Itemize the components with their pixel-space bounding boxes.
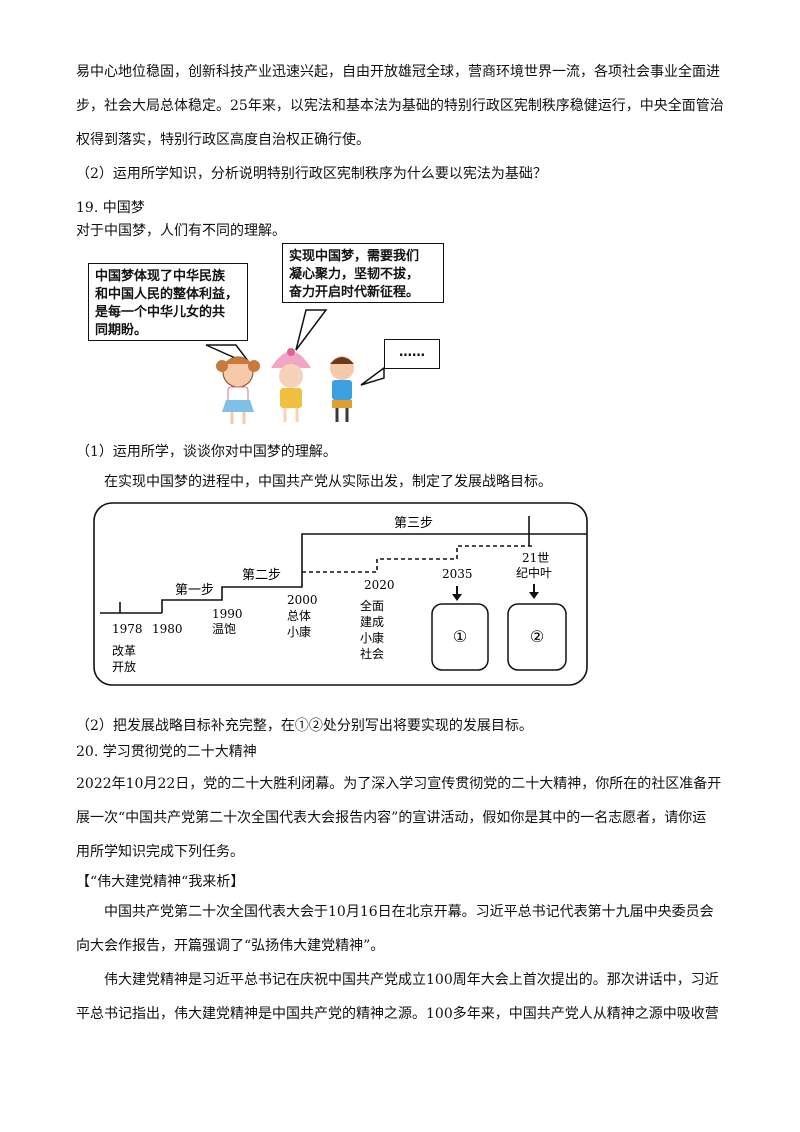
caption-2020-b: 建成 [360,615,384,629]
question-19-context: 在实现中国梦的进程中，中国共产党从实际出发，制定了发展战略目标。 [104,474,552,490]
question-20-para-1: 2022年10月22日，党的二十大胜利闭幕。为了深入学习宣传贯彻党的二十大精神，… [76,776,722,792]
year-1978: 1978 [112,622,143,636]
year-2000: 2000 [287,593,318,607]
arrow-mid-century-icon [529,592,539,599]
caption-1978-b: 开放 [112,659,136,674]
bubble-mid-line-2: 凝心聚力，坚韧不拔， [289,267,420,282]
intro-line-3: 权得到落实，特别行政区高度自治权正确行使。 [76,132,370,148]
bubble-left-line-1: 中国梦体现了中华民族 [95,269,226,284]
year-2020: 2020 [364,578,395,592]
goal-box-2 [507,603,567,671]
dashed-line [302,545,532,573]
question-19-title: 19. 中国梦 [76,200,145,216]
step-line [161,533,587,613]
intro-line-1: 易中心地位稳固，创新科技产业迅速兴起，自由开放雄冠全球，营商环境世界一流，各项社… [76,64,720,80]
question-20-para-2: 展一次“中国共产党第二十次全国代表大会报告内容”的宣讲活动，假如你是其中的一名志… [76,810,707,826]
bubble-mid-line-3: 奋力开启时代新征程。 [289,285,420,300]
bubble-left-line-2: 和中国人民的整体利益， [95,287,239,302]
girl-pink-hat-icon [271,348,311,422]
girl-figure-icon [216,356,260,424]
speech-bubble-middle: 实现中国梦，需要我们 凝心聚力，坚韧不拔， 奋力开启时代新征程。 [282,243,444,303]
caption-2020-c: 小康 [360,630,384,645]
strategy-diagram-svg: 第一步 第二步 第三步 1978 改革 开放 1980 1990 温饱 2000… [93,502,588,686]
year-2035: 2035 [442,567,473,581]
question-19-2: （2）把发展战略目标补充完整，在①②处分别写出将要实现的发展目标。 [76,718,533,734]
speech-pointers [205,309,385,424]
section-para-2: 向大会作报告，开篇强调了“弘扬伟大建党精神”。 [76,938,385,954]
goal-box-1-mark: ① [453,627,467,646]
question-20-para-3: 用所学知识完成下列任务。 [76,844,244,860]
section-para-4: 平总书记指出，伟大建党精神是中国共产党的精神之源。100多年来，中国共产党人从精… [76,1006,719,1022]
caption-1978-a: 改革 [112,644,136,658]
caption-2020-a: 全面 [360,598,384,613]
arrow-2035-icon [452,594,462,601]
bubble-left-line-4: 同期盼。 [95,323,148,338]
question-19-intro: 对于中国梦，人们有不同的理解。 [76,223,286,239]
cartoon-illustration [86,240,446,430]
speech-bubble-left: 中国梦体现了中华民族 和中国人民的整体利益， 是每一个中华儿女的共 同期盼。 [88,263,248,341]
step2-label: 第二步 [242,568,281,583]
caption-2000-a: 总体 [287,609,311,623]
year-1990: 1990 [212,607,243,621]
strategy-diagram: 第一步 第二步 第三步 1978 改革 开放 1980 1990 温饱 2000… [92,500,592,690]
caption-2020-d: 社会 [360,646,384,661]
caption-mid-century-a: 21世 [522,551,549,565]
bubble-mid-line-1: 实现中国梦，需要我们 [289,249,420,264]
step3-label: 第三步 [394,516,433,531]
section-para-1: 中国共产党第二十次全国代表大会于10月16日在北京开幕。习近平总书记代表第十九届… [104,904,714,920]
caption-1990: 温饱 [212,621,236,636]
boy-figure-icon [330,356,354,422]
bubble-right-text: …… [399,345,425,360]
section-heading: 【“伟大建党精神“我来析】 [76,874,245,890]
goal-box-2-mark: ② [530,627,544,646]
question-18-2: （2）运用所学知识，分析说明特别行政区宪制秩序为什么要以宪法为基础？ [76,166,547,182]
goal-box-1 [431,603,489,671]
section-para-3: 伟大建党精神是习近平总书记在庆祝中国共产党成立100周年大会上首次提出的。那次讲… [104,972,719,988]
step1-label: 第一步 [175,583,214,598]
caption-2000-b: 小康 [287,624,311,639]
question-19-1: （1）运用所学，谈谈你对中国梦的理解。 [76,444,337,460]
question-20-title: 20. 学习贯彻党的二十大精神 [76,744,257,760]
bubble-left-line-3: 是每一个中华儿女的共 [95,305,226,320]
caption-mid-century-b: 纪中叶 [516,565,552,580]
speech-bubble-right: …… [384,339,440,369]
year-1980: 1980 [152,622,183,636]
intro-line-2: 步，社会大局总体稳定。25年来，以宪法和基本法为基础的特别行政区宪制秩序稳健运行… [76,98,724,114]
